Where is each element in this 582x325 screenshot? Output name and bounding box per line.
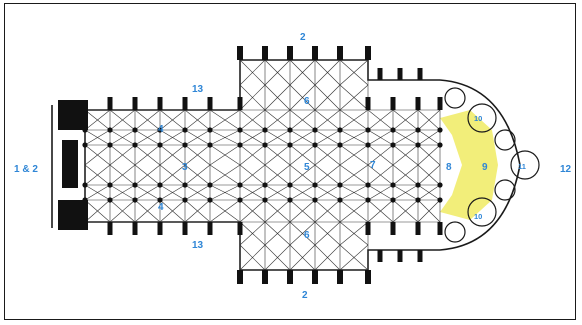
west-towers bbox=[58, 100, 88, 230]
label-north-aisle: 4 bbox=[158, 124, 164, 135]
label-chapel-north: 10 bbox=[474, 114, 482, 123]
label-choir: 7 bbox=[370, 160, 376, 171]
label-north-chapels: 13 bbox=[192, 84, 204, 95]
label-apse: 8 bbox=[446, 162, 452, 173]
label-south-aisle: 4 bbox=[158, 202, 164, 213]
ambulatory-highlight bbox=[440, 110, 498, 220]
label-east-end: 12 bbox=[560, 164, 572, 175]
plan-labels: 1 & 2 2 2 4 4 3 5 6 6 7 8 9 10 10 11 12 … bbox=[14, 32, 572, 301]
piers bbox=[82, 127, 443, 203]
label-north-portal: 2 bbox=[300, 32, 306, 43]
label-chapel-south: 10 bbox=[474, 212, 482, 221]
buttresses bbox=[107, 46, 443, 284]
label-nave: 3 bbox=[182, 162, 188, 173]
label-crossing: 5 bbox=[304, 162, 310, 173]
label-axial-chapel: 11 bbox=[518, 162, 526, 171]
label-south-chapels: 13 bbox=[192, 240, 204, 251]
radiating-chapels bbox=[444, 87, 540, 243]
label-south-portal: 2 bbox=[302, 290, 308, 301]
label-south-transept: 6 bbox=[304, 230, 310, 241]
label-west-facade: 1 & 2 bbox=[14, 164, 38, 175]
vault-grid bbox=[84, 59, 441, 271]
label-ambulatory: 9 bbox=[482, 162, 488, 173]
label-north-transept: 6 bbox=[304, 96, 310, 107]
